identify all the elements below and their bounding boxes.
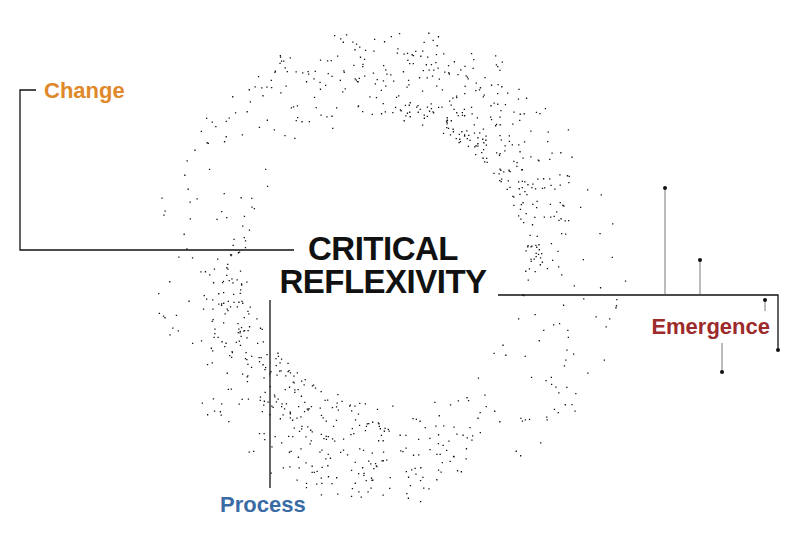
tick-line <box>722 343 723 372</box>
tick-dot <box>763 298 767 302</box>
leader-lines <box>20 90 778 488</box>
tick-dot <box>663 186 667 190</box>
process-label: Process <box>220 492 306 518</box>
tick-dot <box>720 370 724 374</box>
change-label: Change <box>44 78 125 104</box>
tick-dots <box>663 186 780 374</box>
process-leader <box>269 300 270 488</box>
change-leader <box>20 90 294 250</box>
tick-line <box>665 188 666 295</box>
emergence-label: Emergence <box>651 314 770 340</box>
emergence-leader <box>498 295 778 350</box>
tick-line <box>700 260 701 295</box>
tick-dot <box>698 258 702 262</box>
stipple-ring <box>158 33 626 503</box>
center-title: CRITICAL REFLEXIVITY <box>263 232 503 298</box>
center-heading: CRITICAL REFLEXIVITY <box>263 232 503 298</box>
emergence-ticks <box>665 188 765 372</box>
tick-dot <box>776 348 780 352</box>
